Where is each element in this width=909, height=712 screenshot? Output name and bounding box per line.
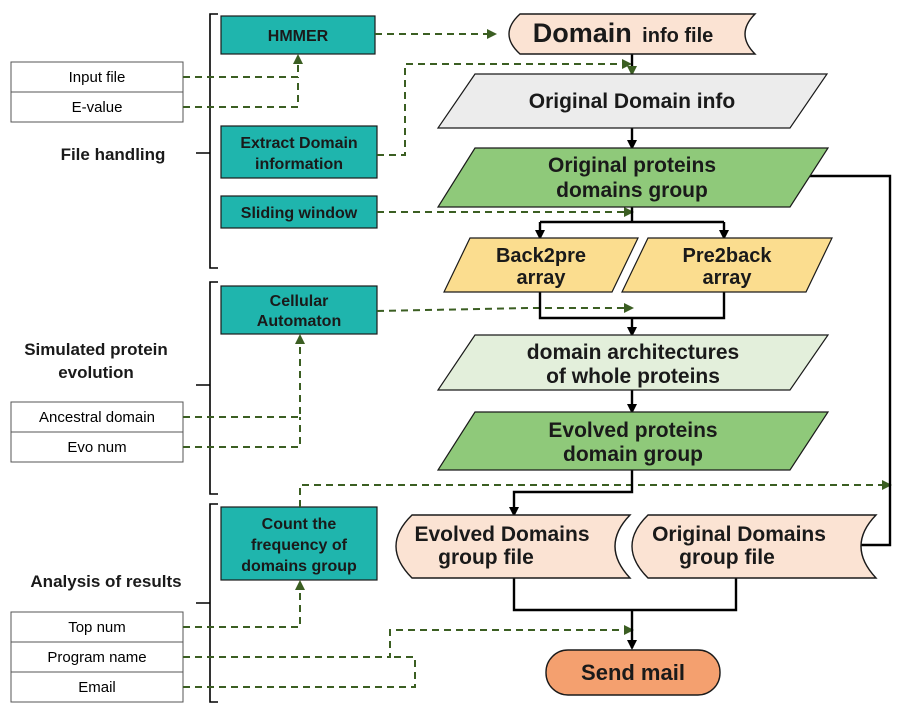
evo-num-label: Evo num bbox=[67, 439, 126, 456]
line-groups-to-origfile bbox=[800, 174, 892, 550]
original-domain-info-shape bbox=[436, 73, 829, 129]
dash-evolved-to-right bbox=[299, 480, 892, 507]
original-file-line2: group file bbox=[679, 546, 775, 569]
sliding-window-label: Sliding window bbox=[241, 205, 358, 222]
evolved-groups-shape bbox=[436, 411, 830, 471]
architectures-line1: domain architectures bbox=[527, 341, 739, 364]
e-value-box bbox=[10, 91, 184, 123]
dash-inputfile-to-hmmer bbox=[183, 54, 303, 78]
evolved-groups-line2: domain group bbox=[563, 443, 703, 466]
original-groups-shape bbox=[436, 147, 830, 208]
dash-extract-to-original bbox=[377, 59, 632, 156]
line-arrays-merge bbox=[538, 292, 726, 320]
program-name-box bbox=[10, 641, 184, 673]
bracket-file-handling bbox=[196, 13, 218, 269]
pre2back-line1: Pre2back bbox=[683, 245, 773, 267]
back2pre-line1: Back2pre bbox=[496, 245, 586, 267]
original-file-shape bbox=[631, 514, 878, 579]
dash-topnum-to-count bbox=[183, 580, 305, 628]
sliding-window-box bbox=[220, 195, 378, 229]
dash-ancestral-to-cellular bbox=[183, 334, 305, 418]
ancestral-domain-box bbox=[10, 401, 184, 433]
original-groups-line2: domains group bbox=[556, 179, 708, 202]
input-file-box bbox=[10, 61, 184, 93]
section-simulated-line1: Simulated protein bbox=[24, 340, 168, 359]
section-brackets bbox=[196, 13, 218, 703]
dash-program-to-send bbox=[183, 625, 634, 658]
ancestral-domain-label: Ancestral domain bbox=[39, 409, 155, 426]
back2pre-line2: array bbox=[517, 267, 567, 289]
evolved-file-shape bbox=[395, 514, 632, 579]
line-groups-split bbox=[540, 207, 724, 224]
program-name-label: Program name bbox=[47, 649, 146, 666]
input-file-label: Input file bbox=[69, 69, 126, 86]
extract-domain-line2: information bbox=[255, 156, 343, 173]
count-line1: Count the bbox=[262, 516, 337, 533]
tool-boxes bbox=[220, 15, 378, 581]
email-label: Email bbox=[78, 679, 116, 696]
domain-info-file-big: Domain bbox=[533, 18, 632, 48]
evolved-file-line2: group file bbox=[438, 546, 534, 569]
dash-email-to-send bbox=[183, 656, 416, 688]
domain-info-file-small: info file bbox=[642, 25, 713, 47]
bracket-simulated bbox=[196, 281, 218, 495]
section-file-handling: File handling bbox=[61, 145, 166, 164]
line-files-merge bbox=[512, 578, 738, 612]
dash-evonum-to-cellular bbox=[183, 417, 301, 448]
pre2back-shape bbox=[621, 237, 833, 293]
hmmer-label: HMMER bbox=[268, 28, 329, 45]
send-mail-label: Send mail bbox=[581, 660, 685, 685]
original-file-line1: Original Domains bbox=[652, 523, 826, 546]
line-evolved-split bbox=[509, 470, 634, 517]
evolved-file-line1: Evolved Domains bbox=[414, 523, 589, 546]
pre2back-line2: array bbox=[703, 267, 753, 289]
e-value-label: E-value bbox=[72, 99, 123, 116]
cellular-line2: Automaton bbox=[257, 313, 341, 330]
original-groups-line1: Original proteins bbox=[548, 154, 716, 177]
email-box bbox=[10, 671, 184, 703]
dashed-connectors bbox=[183, 29, 892, 688]
original-domain-info-label: Original Domain info bbox=[529, 90, 736, 113]
hmmer-box bbox=[220, 15, 376, 55]
count-line2: frequency of bbox=[251, 537, 348, 554]
domain-info-file-text: Domain info file bbox=[533, 18, 714, 48]
back2pre-shape bbox=[443, 237, 639, 293]
domain-info-file-shape bbox=[508, 13, 757, 55]
evolved-groups-line1: Evolved proteins bbox=[548, 419, 717, 442]
bracket-analysis bbox=[196, 503, 218, 703]
dash-evalue-to-hmmer bbox=[183, 77, 299, 108]
extract-domain-line1: Extract Domain bbox=[240, 135, 357, 152]
architectures-shape bbox=[436, 334, 830, 391]
section-analysis: Analysis of results bbox=[30, 572, 181, 591]
send-mail-shape bbox=[545, 649, 721, 696]
dash-cellular-to-arrays bbox=[376, 303, 634, 313]
cellular-line1: Cellular bbox=[270, 293, 329, 310]
input-boxes bbox=[10, 61, 184, 703]
solid-connectors bbox=[509, 50, 892, 650]
top-num-label: Top num bbox=[68, 619, 126, 636]
count-line3: domains group bbox=[241, 558, 357, 575]
count-frequency-box bbox=[220, 506, 378, 581]
architectures-line2: of whole proteins bbox=[546, 365, 720, 388]
section-simulated-line2: evolution bbox=[58, 363, 134, 382]
extract-domain-box bbox=[220, 125, 378, 179]
